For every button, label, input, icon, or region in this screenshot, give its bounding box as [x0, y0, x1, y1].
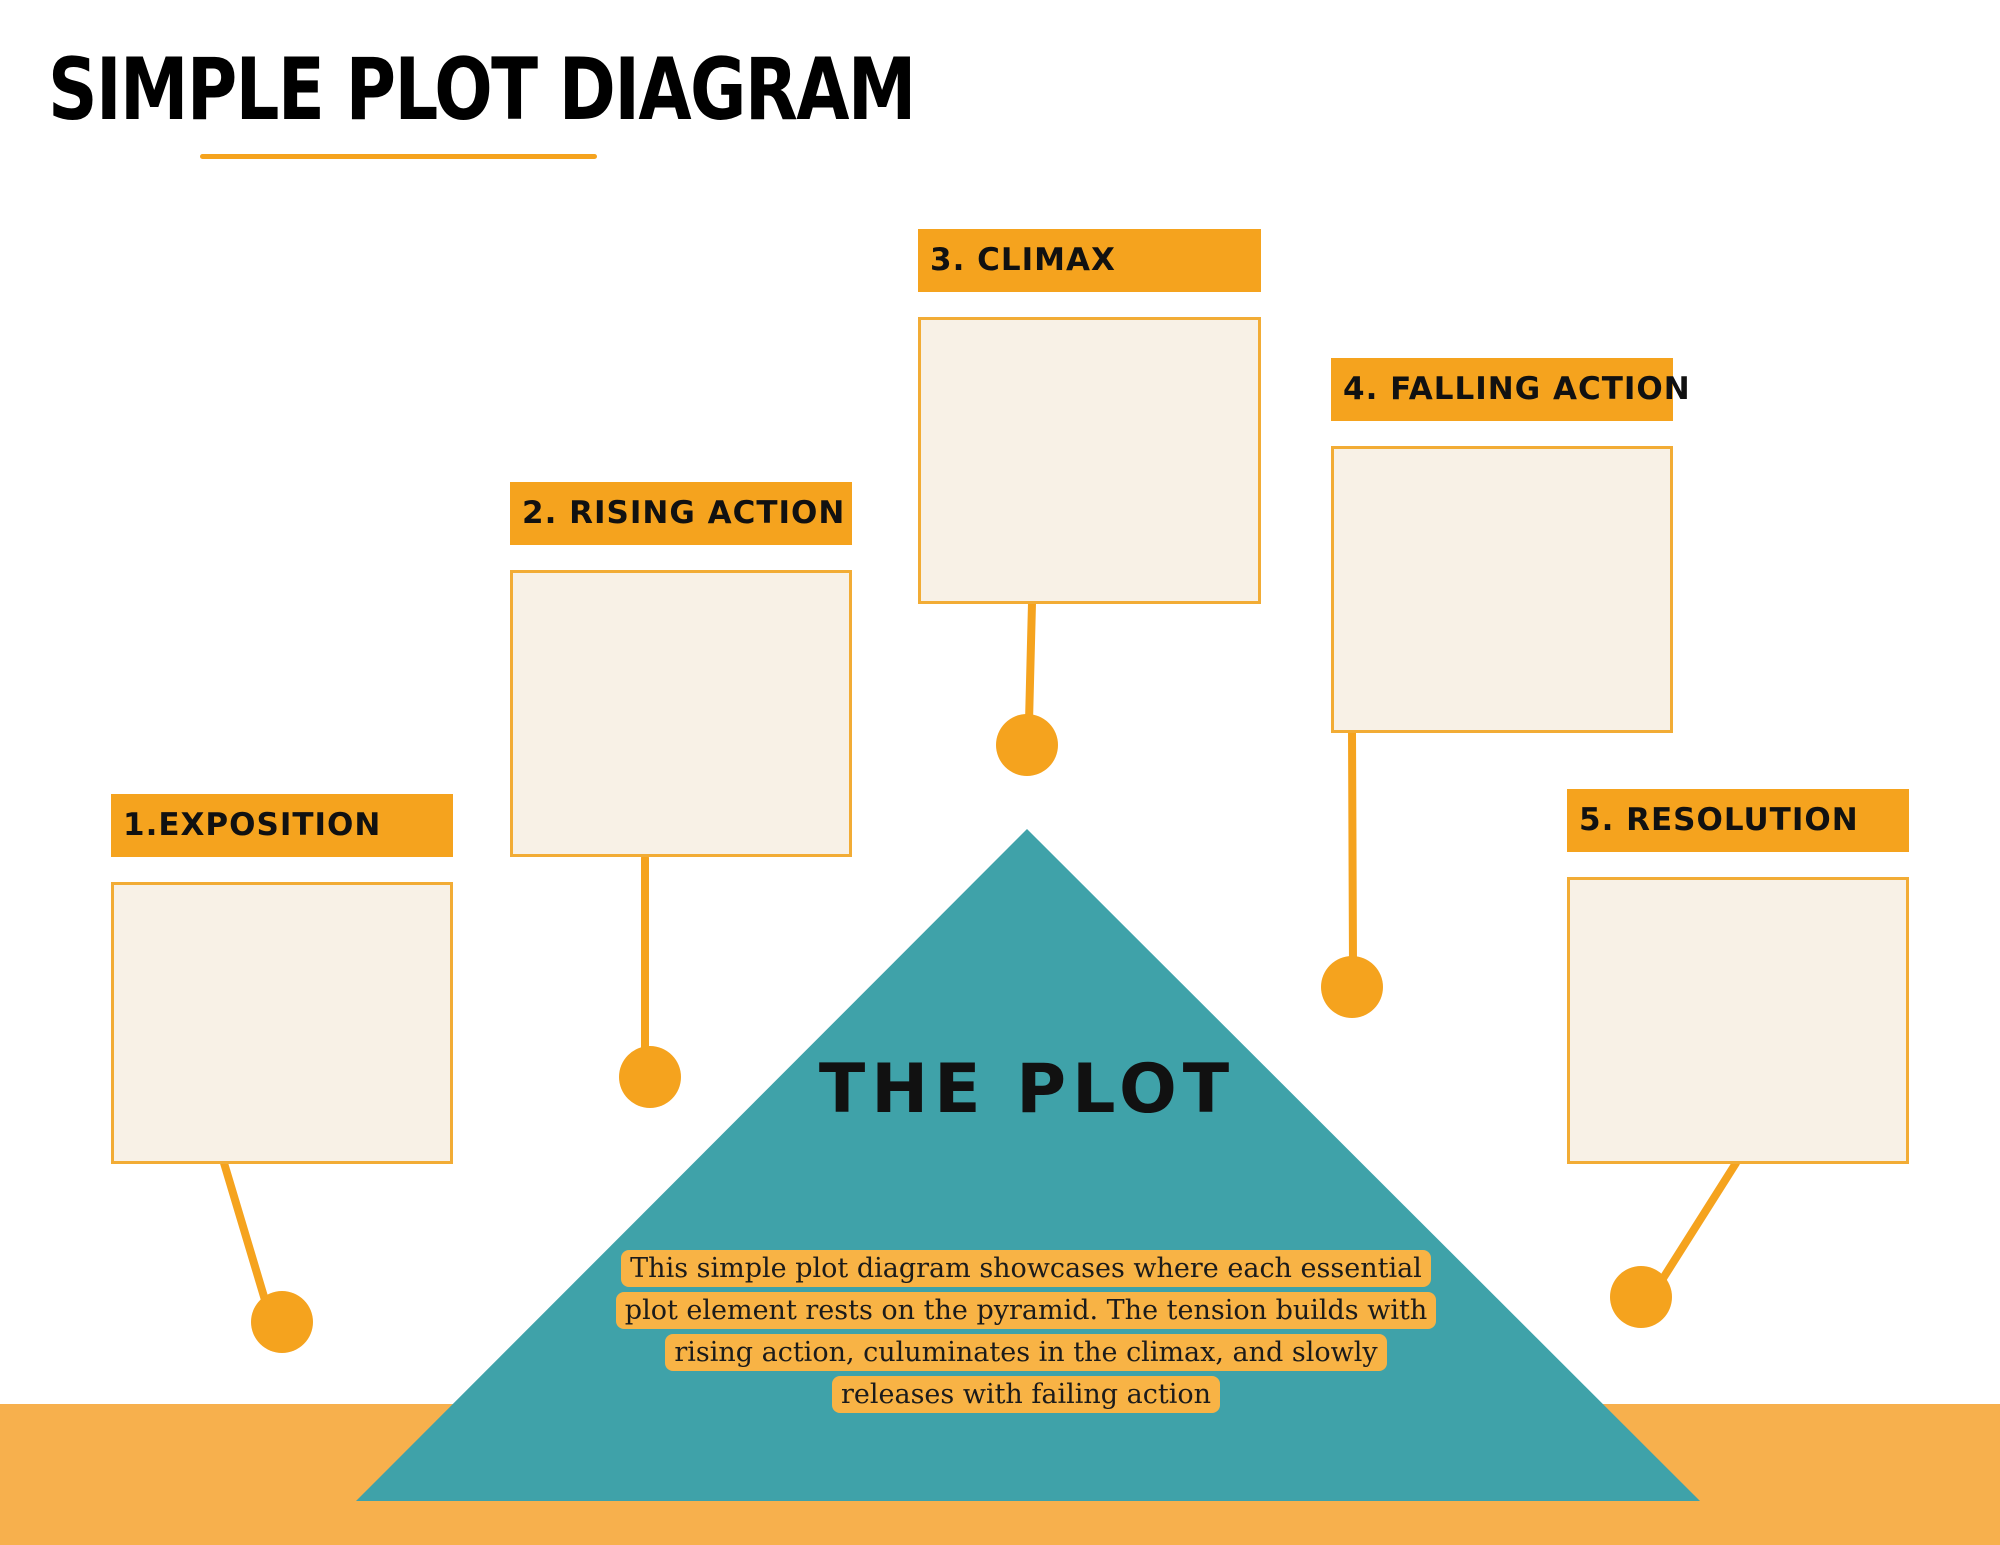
resolution-marker — [1610, 1266, 1672, 1328]
stage-label-falling-action: 4. FALLING ACTION — [1331, 358, 1690, 421]
exposition-connector — [220, 1159, 269, 1304]
stage-label-resolution: 5. RESOLUTION — [1567, 789, 1909, 852]
falling-action-marker — [1321, 956, 1383, 1018]
climax-text-box[interactable] — [918, 317, 1261, 604]
stage-label-rising-action: 2. RISING ACTION — [510, 482, 852, 545]
climax-connector — [1025, 599, 1036, 726]
plot-pyramid — [356, 829, 1700, 1501]
resolution-text-box[interactable] — [1567, 877, 1909, 1164]
plot-description: This simple plot diagram showcases where… — [615, 1248, 1437, 1416]
page-title: SIMPLE PLOT DIAGRAM — [48, 40, 916, 140]
exposition-marker — [251, 1291, 313, 1353]
title-underline — [200, 154, 597, 159]
pyramid-title: THE PLOT — [818, 1050, 1236, 1129]
falling-action-connector — [1348, 728, 1357, 969]
exposition-text-box[interactable] — [111, 882, 453, 1164]
falling-action-text-box[interactable] — [1331, 446, 1673, 733]
stage-label-exposition: 1.EXPOSITION — [111, 794, 453, 857]
rising-action-text-box[interactable] — [510, 570, 852, 857]
stage-label-climax: 3. CLIMAX — [918, 229, 1261, 292]
plot-description-text: This simple plot diagram showcases where… — [615, 1250, 1437, 1413]
climax-marker — [996, 714, 1058, 776]
rising-action-marker — [619, 1046, 681, 1108]
resolution-connector — [1658, 1159, 1740, 1284]
